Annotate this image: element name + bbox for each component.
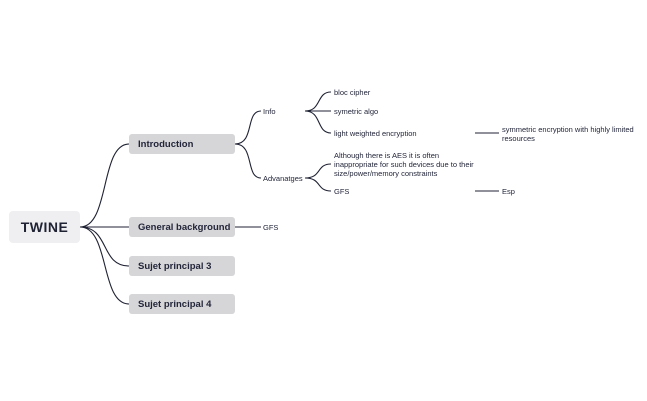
subtopic-advantages[interactable]: Advanatges	[263, 174, 303, 183]
topic-general-background[interactable]: General background	[129, 217, 235, 237]
subtopic-info[interactable]: Info	[263, 107, 276, 116]
advantage-item-aes-note[interactable]: Although there is AES it is often inappr…	[334, 151, 474, 178]
topic-sujet4-label: Sujet principal 4	[138, 298, 212, 310]
root-title: TWINE	[20, 219, 69, 235]
subtopic-gfs[interactable]: GFS	[263, 223, 279, 232]
root-node[interactable]: TWINE	[9, 211, 80, 243]
info-item-symetric-algo[interactable]: symetric algo	[334, 107, 379, 116]
topic-sujet3-label: Sujet principal 3	[138, 260, 212, 272]
info-item-bloc-cipher[interactable]: bloc cipher	[334, 88, 371, 97]
info-item-light-weighted[interactable]: light weighted encryption	[334, 129, 417, 138]
topic-general-background-label: General background	[138, 221, 231, 233]
topic-introduction-label: Introduction	[138, 138, 194, 150]
light-weighted-detail[interactable]: symmetric encryption with highly limited…	[502, 125, 634, 143]
topic-sujet-principal-4[interactable]: Sujet principal 4	[129, 294, 235, 314]
topic-sujet-principal-3[interactable]: Sujet principal 3	[129, 256, 235, 276]
gfs-detail-esp[interactable]: Esp	[502, 187, 515, 196]
topic-introduction[interactable]: Introduction	[129, 134, 235, 154]
advantage-item-gfs[interactable]: GFS	[334, 187, 350, 196]
